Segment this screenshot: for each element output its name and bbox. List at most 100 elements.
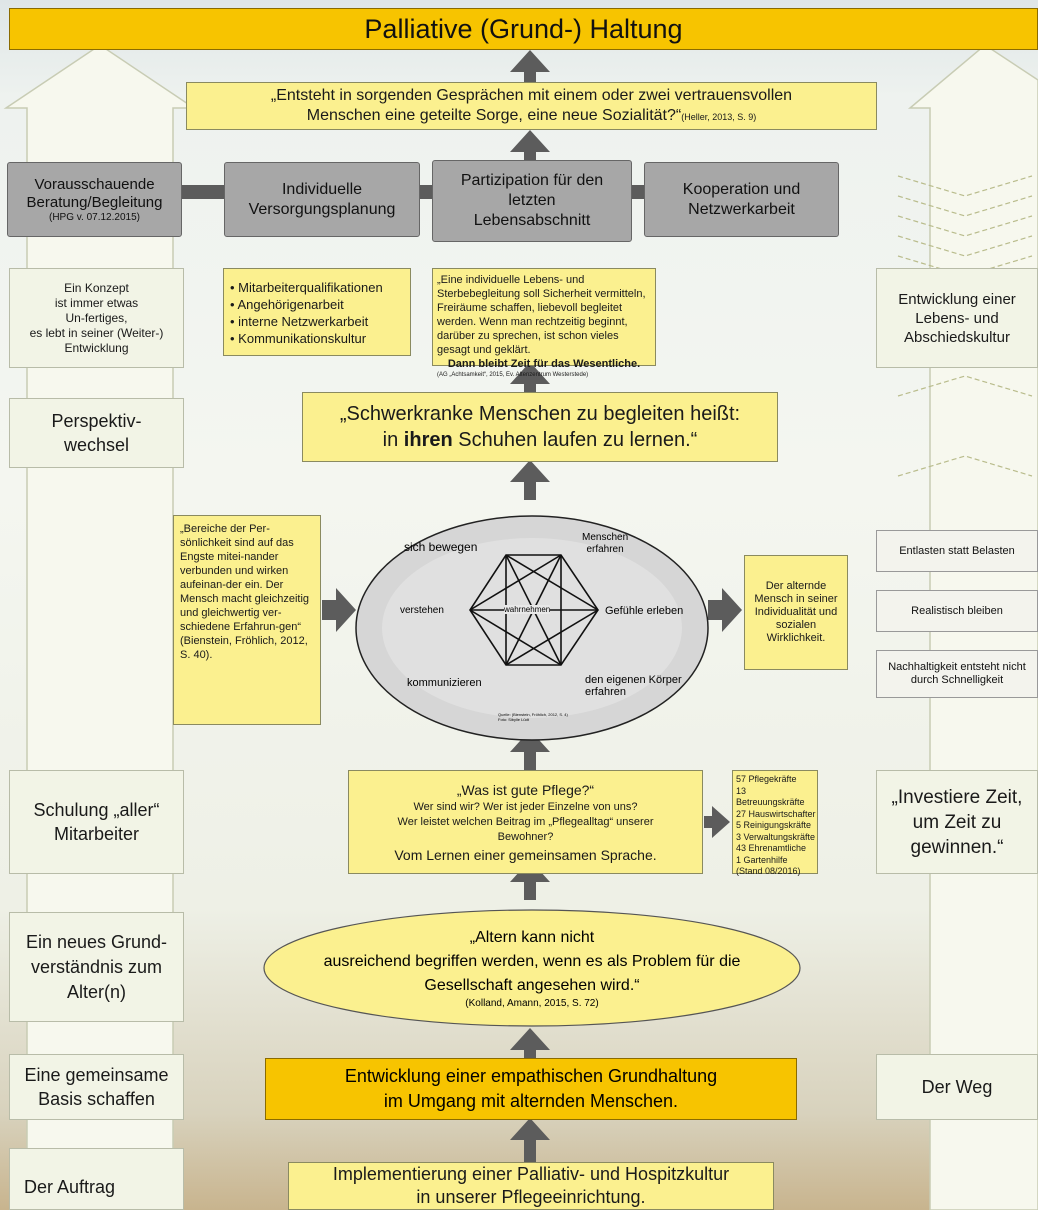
- implementierung-box: Implementierung einer Palliativ- und Hos…: [288, 1162, 774, 1210]
- bullet-item: • Mitarbeiterqualifikationen: [230, 280, 383, 295]
- arrow-right: [704, 806, 730, 838]
- achtsamkeit-bold: Dann bleibt Zeit für das Wesentliche.: [447, 358, 641, 370]
- arrow-up: [510, 50, 550, 82]
- gute-pflege-text: Wer sind wir? Wer ist jeder Einzelne von…: [413, 800, 638, 813]
- left-box-text: Basis schaffen: [38, 1089, 155, 1109]
- right-dashed-chevrons: [897, 175, 1033, 477]
- staff-item: 43 Ehrenamtliche: [736, 843, 807, 853]
- arrow-up: [510, 460, 550, 500]
- arrow-right: [322, 588, 356, 632]
- altern-text: „Altern kann nicht: [469, 929, 595, 946]
- schwerkranke-text: „Schwerkranke Menschen zu begleiten heiß…: [339, 403, 741, 425]
- alternde-text: Der alternde: [765, 580, 827, 592]
- wavy-text: Realistisch bleiben: [911, 605, 1003, 617]
- gray-box-text: Kooperation und: [682, 180, 801, 198]
- bereiche-text: „Bereiche der Per-sönlichkeit sind auf d…: [180, 523, 310, 661]
- hexagon-lines: [469, 554, 599, 666]
- gray-box-kooperation: Kooperation und Netzwerkarbeit: [644, 162, 839, 237]
- arrow-up: [510, 362, 550, 392]
- left-box-text: ist immer etwas: [54, 295, 139, 310]
- implementierung-text: Implementierung einer Palliativ- und Hos…: [332, 1164, 730, 1184]
- hex-label-wahrnehmen: wahrnehmen: [504, 605, 551, 614]
- gray-box-beratung: Vorausschauende Beratung/Begleitung (HPG…: [7, 162, 182, 237]
- wavy-text: durch Schnelligkeit: [910, 674, 1004, 686]
- staff-item: 1 Gartenhilfe: [736, 854, 788, 865]
- gray-box-partizipation: Partizipation für den letzten Lebensabsc…: [432, 160, 632, 242]
- quote-top-line: Menschen eine geteilte Sorge, eine neue …: [306, 106, 757, 124]
- left-box-text: Un-fertiges,: [65, 310, 128, 325]
- schwerkranke-box: „Schwerkranke Menschen zu begleiten heiß…: [302, 392, 778, 462]
- right-box-text: Der Weg: [921, 1076, 993, 1097]
- altern-text: ausreichend begriffen werden, wenn es al…: [323, 953, 741, 970]
- arrow-up: [510, 1028, 550, 1058]
- left-box-schulung: Schulung „aller“ Mitarbeiter: [9, 770, 184, 874]
- arrow-up: [510, 130, 550, 162]
- bullets-box: • Mitarbeiterqualifikationen • Angehörig…: [223, 268, 411, 356]
- left-box-text: es lebt in seiner (Weiter-): [29, 325, 164, 340]
- right-box-entwicklung: Entwicklung einer Lebens- und Abschiedsk…: [876, 268, 1038, 368]
- hex-label-kommunizieren: kommunizieren: [407, 677, 482, 689]
- gray-box-cite: (HPG v. 07.12.2015): [49, 211, 140, 223]
- arrow-up: [510, 860, 550, 900]
- left-box-text: Ein Konzept: [64, 280, 129, 295]
- left-box-text: wechsel: [63, 435, 130, 455]
- bullet-item: • Kommunikationskultur: [230, 331, 367, 346]
- left-box-grundverstaendnis: Ein neues Grund- verständnis zum Alter(n…: [9, 912, 184, 1022]
- achtsamkeit-cite: (AG „Achtsamkeit“, 2015, Ev. Altenzentru…: [437, 372, 589, 378]
- wavy-box-entlasten: Entlasten statt Belasten: [876, 530, 1038, 572]
- gray-box-text: Netzwerkarbeit: [688, 200, 795, 218]
- altern-ellipse: [263, 909, 801, 1027]
- arrow-up: [510, 730, 550, 770]
- alternde-text: sozialen: [775, 619, 817, 631]
- right-box-text: „Investiere Zeit,: [891, 786, 1023, 808]
- title-bar: Palliative (Grund-) Haltung: [9, 8, 1038, 50]
- staff-item: 27 Hauswirtschafter: [736, 808, 816, 819]
- achtsamkeit-box: „Eine individuelle Lebens- und Sterbebeg…: [432, 268, 656, 378]
- bereiche-box: „Bereiche der Per-sönlichkeit sind auf d…: [173, 515, 321, 725]
- right-box-text: gewinnen.“: [910, 836, 1004, 858]
- arrow-up: [510, 1118, 550, 1162]
- quote-top-box: „Entsteht in sorgenden Gesprächen mit ei…: [186, 82, 877, 130]
- empathisch-text: Entwicklung einer empathischen Grundhalt…: [344, 1066, 718, 1086]
- right-box-text: Entwicklung einer: [898, 290, 1016, 308]
- left-box-text: verständnis zum: [30, 956, 163, 977]
- right-box-investiere: „Investiere Zeit, um Zeit zu gewinnen.“: [876, 770, 1038, 874]
- right-box-text: Abschiedskultur: [904, 328, 1010, 346]
- staff-box: 57 Pflegekräfte 13 Betreuungskräfte 27 H…: [732, 770, 818, 876]
- gute-pflege-text: Wer leistet welchen Beitrag im „Pflegeal…: [397, 815, 654, 828]
- implementierung-text: in unserer Pflegeeinrichtung.: [416, 1187, 646, 1207]
- staff-item: 13 Betreuungskräfte: [736, 785, 805, 808]
- wavy-text: Entlasten statt Belasten: [899, 545, 1015, 557]
- right-box-text: um Zeit zu: [912, 811, 1002, 833]
- left-box-basis: Eine gemeinsame Basis schaffen: [9, 1054, 184, 1120]
- left-box-text: Entwicklung: [64, 340, 129, 355]
- gray-box-text: Beratung/Begleitung: [26, 193, 163, 211]
- schwerkranke-text: in ihren Schuhen laufen zu lernen.“: [382, 429, 698, 451]
- alternde-text: Individualität und: [754, 606, 838, 618]
- alternde-text: Wirklichkeit.: [766, 632, 826, 644]
- gray-box-text: Partizipation für den: [460, 172, 604, 189]
- staff-item: 3 Verwaltungskräfte: [736, 831, 816, 842]
- right-box-der-weg: Der Weg: [876, 1054, 1038, 1120]
- hex-source: Quelle: (Bienstein, Fröhlich, 2012, S. 4…: [498, 712, 568, 722]
- empathisch-text: im Umgang mit alternden Menschen.: [383, 1091, 679, 1111]
- left-box-text: Der Auftrag: [24, 1177, 116, 1197]
- left-box-text: Eine gemeinsame: [24, 1065, 169, 1085]
- wavy-text: Nachhaltigkeit entsteht nicht: [888, 661, 1026, 673]
- gute-pflege-box: „Was ist gute Pflege?“ Wer sind wir? Wer…: [348, 770, 703, 874]
- gray-box-text: Versorgungsplanung: [248, 200, 396, 218]
- left-box-text: Ein neues Grund-: [25, 931, 168, 952]
- altern-cite: (Kolland, Amann, 2015, S. 72): [465, 998, 599, 1009]
- alternde-text: Mensch in seiner: [754, 593, 838, 605]
- hex-label-sich-bewegen: sich bewegen: [404, 540, 478, 554]
- altern-text-block: „Altern kann nicht ausreichend begriffen…: [280, 918, 784, 1018]
- gute-pflege-text: Vom Lernen einer gemeinsamen Sprache.: [394, 846, 657, 863]
- central-arrows: [322, 50, 742, 1162]
- gray-box-versorgung: Individuelle Versorgungsplanung: [224, 162, 420, 237]
- arrow-right: [708, 588, 742, 632]
- hex-label-verstehen: verstehen: [400, 605, 444, 616]
- staff-item: 5 Reinigungskräfte: [736, 820, 812, 830]
- staff-item: 57 Pflegekräfte: [736, 774, 797, 784]
